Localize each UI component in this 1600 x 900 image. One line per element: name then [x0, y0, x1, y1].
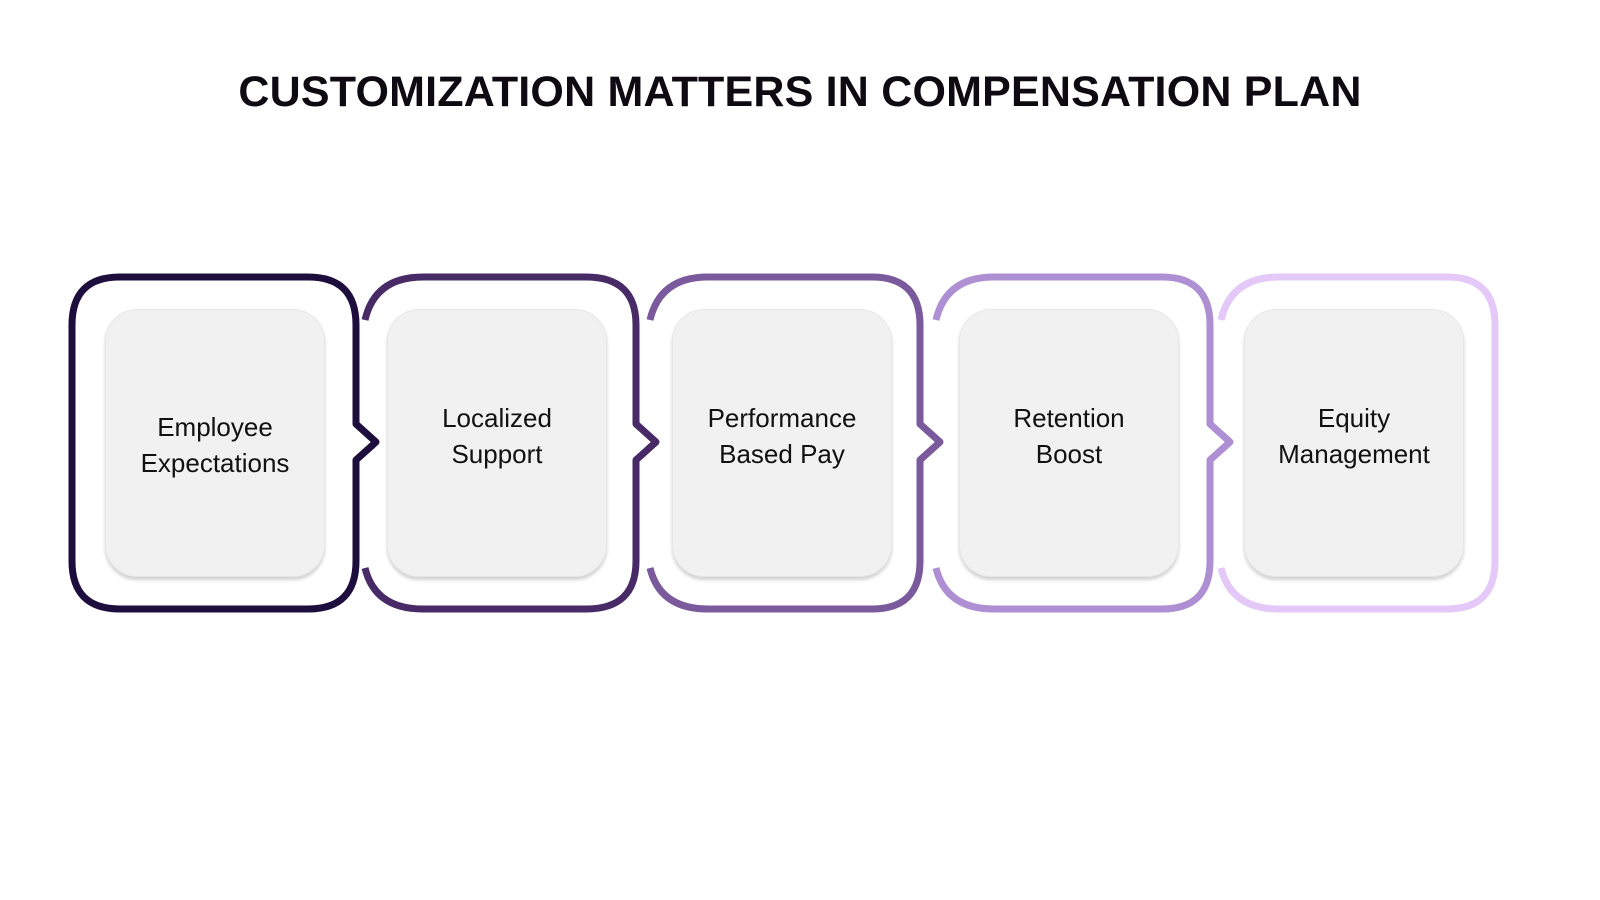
diagram-title: CUSTOMIZATION MATTERS IN COMPENSATION PL…	[238, 68, 1362, 116]
step-label: Employee Expectations	[140, 412, 290, 478]
step-label: Retention Boost	[1013, 403, 1125, 469]
step-card-4: Retention Boost	[959, 309, 1179, 577]
step-frame-3	[646, 273, 944, 613]
step-label: Performance Based Pay	[707, 403, 857, 469]
step-frame-5	[1217, 273, 1499, 613]
step-card-3: Performance Based Pay	[672, 309, 892, 577]
step-card-5: Equity Management	[1244, 309, 1464, 577]
step-frame-4	[932, 273, 1234, 613]
step-card-1: Employee Expectations	[105, 309, 325, 577]
step-frame-1	[68, 273, 380, 613]
step-card-2: Localized Support	[387, 309, 607, 577]
step-label: Equity Management	[1278, 403, 1430, 469]
step-frame-2	[361, 273, 660, 613]
step-label: Localized Support	[442, 403, 552, 469]
